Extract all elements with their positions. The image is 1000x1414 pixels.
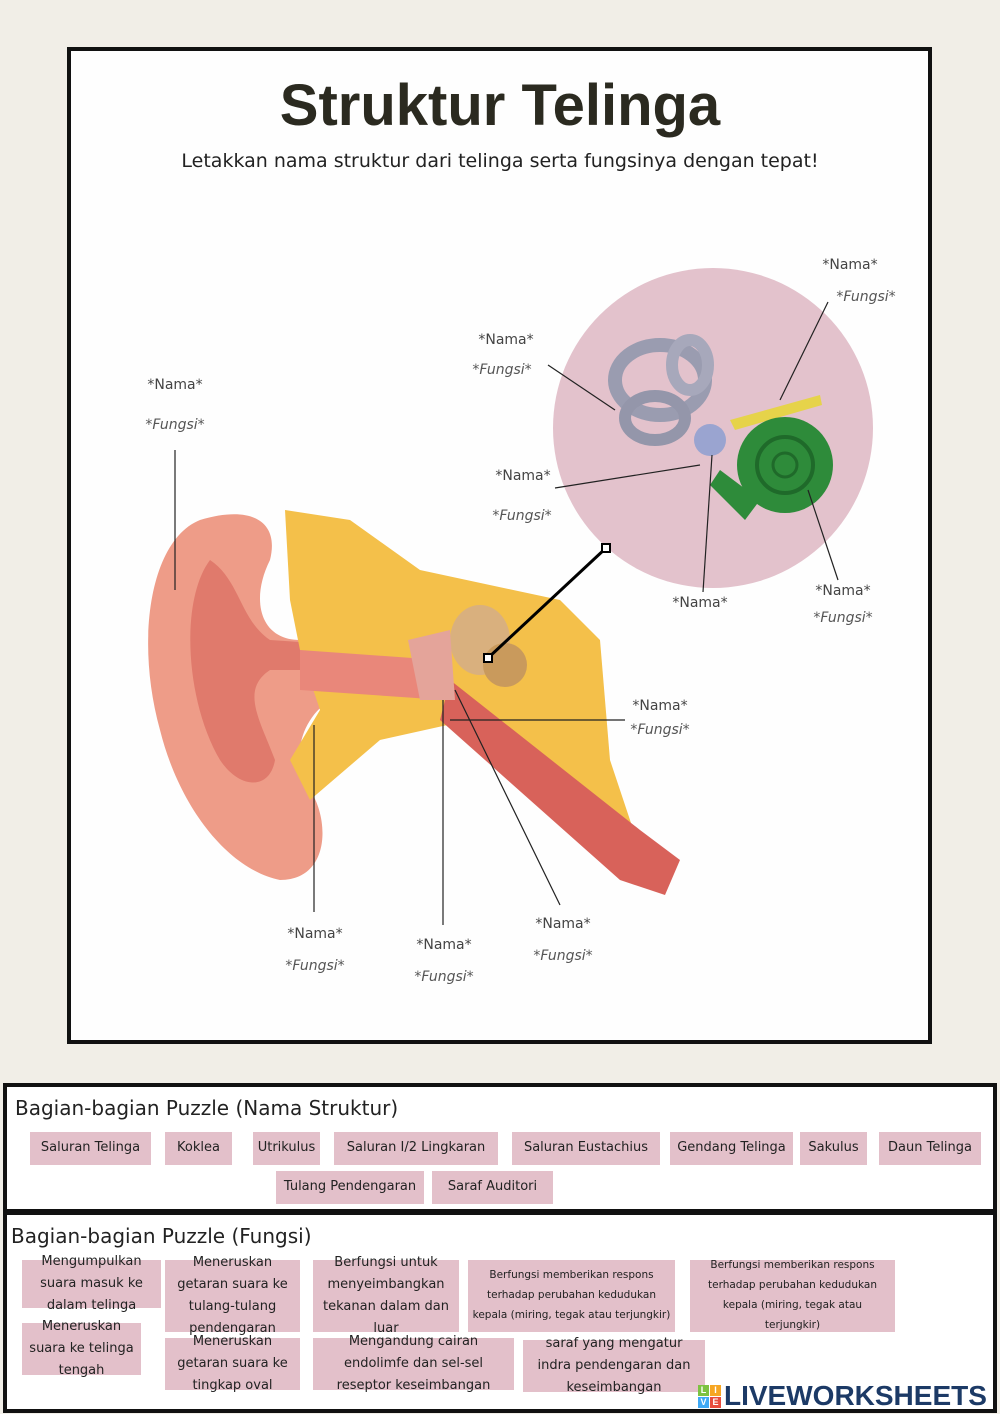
pointer-lines [174, 301, 839, 925]
function-tile[interactable]: Meneruskan getaran suara ke tingkap oval [165, 1334, 300, 1393]
label-name-1[interactable]: *Nama* [147, 377, 203, 393]
label-function-1[interactable]: *Fungsi* [145, 417, 205, 433]
function-tile[interactable]: Mengumpulkan suara masuk ke dalam teling… [22, 1254, 161, 1313]
page-title: Struktur Telinga [279, 73, 721, 138]
function-tile[interactable]: Berfungsi memberikan respons terhadap pe… [690, 1259, 895, 1332]
name-tile[interactable]: Sakulus [800, 1132, 867, 1165]
ear-diagram [148, 268, 873, 925]
label-name-5[interactable]: *Nama* [672, 595, 728, 611]
auditory-nerve [730, 395, 822, 430]
label-function-7[interactable]: *Fungsi* [630, 722, 690, 738]
functions-panel-title: Bagian-bagian Puzzle (Fungsi) [11, 1224, 312, 1248]
label-name-4[interactable]: *Nama* [495, 468, 551, 484]
function-tile[interactable]: Meneruskan getaran suara ke tulang-tulan… [165, 1255, 300, 1336]
name-tile[interactable]: Utrikulus [253, 1132, 320, 1165]
function-tile[interactable]: Berfungsi memberikan respons terhadap pe… [468, 1260, 675, 1332]
name-tile[interactable]: Koklea [165, 1132, 232, 1165]
semicircular-canals [608, 334, 714, 446]
label-function-6[interactable]: *Fungsi* [813, 610, 873, 626]
name-tile[interactable]: Saluran I/2 Lingkaran [334, 1132, 498, 1165]
label-name-10[interactable]: *Nama* [535, 916, 591, 932]
name-tile[interactable]: Gendang Telinga [670, 1132, 793, 1165]
name-tile[interactable]: Tulang Pendengaran [276, 1171, 424, 1204]
name-tile[interactable]: Saluran Eustachius [512, 1132, 660, 1165]
name-tile[interactable]: Saraf Auditori [432, 1171, 553, 1204]
label-name-2[interactable]: *Nama* [478, 332, 534, 348]
name-tile[interactable]: Saluran Telinga [30, 1132, 151, 1165]
function-tile[interactable]: Berfungsi untuk menyeimbangkan tekanan d… [313, 1255, 459, 1336]
label-function-10[interactable]: *Fungsi* [533, 948, 593, 964]
cochlea [710, 417, 833, 520]
label-name-7[interactable]: *Nama* [632, 698, 688, 714]
ear-illustration [148, 510, 680, 895]
label-name-6[interactable]: *Nama* [815, 583, 871, 599]
label-name-9[interactable]: *Nama* [416, 937, 472, 953]
label-function-3[interactable]: *Fungsi* [836, 289, 896, 305]
label-function-2[interactable]: *Fungsi* [472, 362, 532, 378]
names-panel-title: Bagian-bagian Puzzle (Nama Struktur) [15, 1096, 399, 1120]
function-tile[interactable]: saraf yang mengatur indra pendengaran da… [523, 1336, 705, 1395]
page-subtitle: Letakkan nama struktur dari telinga sert… [181, 150, 819, 172]
label-name-8[interactable]: *Nama* [287, 926, 343, 942]
function-tile[interactable]: Meneruskan suara ke telinga tengah [22, 1319, 141, 1378]
zoom-connector-line [486, 546, 608, 660]
label-function-9[interactable]: *Fungsi* [414, 969, 474, 985]
label-function-8[interactable]: *Fungsi* [285, 958, 345, 974]
name-tile[interactable]: Daun Telinga [879, 1132, 981, 1165]
vestibule [694, 424, 726, 456]
label-name-3[interactable]: *Nama* [822, 257, 878, 273]
function-tile[interactable]: Mengandung cairan endolimfe dan sel-sel … [313, 1334, 514, 1393]
logo-text: LIVEWORKSHEETS [724, 1380, 987, 1411]
label-function-4[interactable]: *Fungsi* [492, 508, 552, 524]
